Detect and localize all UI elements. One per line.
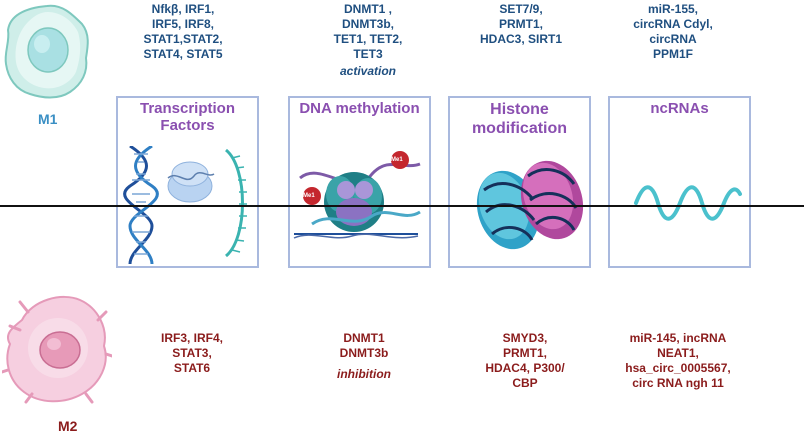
panel-ncrnas: ncRNAs (608, 96, 751, 268)
histone-nucleosome-icon (476, 160, 584, 250)
activation-note: activation (339, 64, 396, 78)
m2-transcription-factors: IRF3, IRF4, STAT3, STAT6 (160, 331, 223, 375)
rna-strand-icon (224, 148, 247, 258)
m2-histone-enzymes: SMYD3, PRMT1, HDAC4, P300/ CBP (485, 331, 565, 390)
panel-dna-methylation: DNA methylation (288, 96, 431, 268)
inhibition-note: inhibition (337, 367, 391, 381)
m1-label: M1 (38, 111, 58, 127)
m2-macrophage-icon (2, 295, 112, 404)
m1-dna-methylation-enzymes: DNMT1 , DNMT3b, TET1, TET2, TET3 (333, 2, 403, 61)
me1-label-left: Me1 (303, 193, 315, 199)
panel-title-ncrnas: ncRNAs (650, 100, 709, 117)
dna-helix-icon (123, 146, 159, 264)
methylation-complex-icon (293, 151, 421, 239)
m1-ncrnas: miR-155, circRNA Cdyl, circRNA PPM1F (633, 2, 713, 61)
m1-transcription-factors: Nfkβ, IRF1, IRF5, IRF8, STAT1,STAT2, STA… (143, 2, 223, 61)
m2-label: M2 (58, 418, 78, 434)
panel-title-dna-methylation: DNA methylation (299, 100, 420, 117)
m2-dna-methylation-enzymes: DNMT1 DNMT3b (339, 331, 389, 360)
me1-label-right: Me1 (391, 157, 403, 163)
panel-title-histone-modification: Histone modification (471, 101, 568, 137)
m1-histone-enzymes: SET7/9, PRMT1, HDAC3, SIRT1 (479, 2, 562, 46)
m1-macrophage-icon (4, 4, 89, 99)
panel-title-transcription-factors: Transcription Factors (139, 100, 236, 134)
transcription-complex-icon (167, 161, 215, 203)
ncrna-wave-icon (634, 185, 742, 221)
m2-ncrnas: miR-145, incRNA NEAT1, hsa_circ_0005567,… (625, 331, 731, 390)
axis-line (0, 205, 804, 207)
